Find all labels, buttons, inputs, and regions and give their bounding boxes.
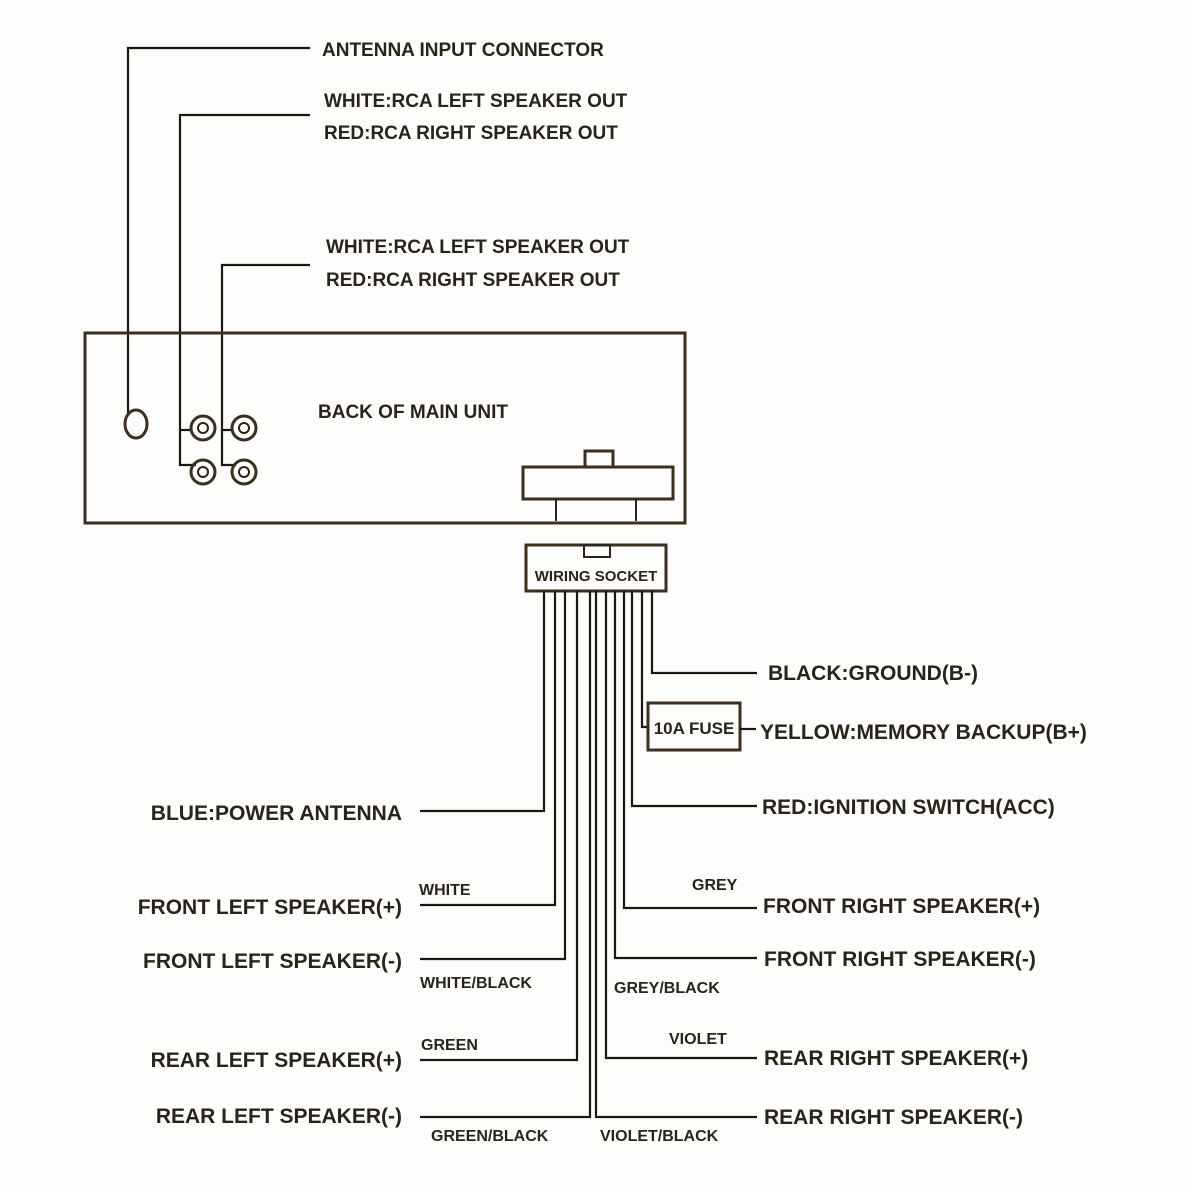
antenna-connector-icon (123, 408, 149, 440)
wire-color-grey: GREY (692, 877, 738, 894)
socket-key-icon (583, 544, 611, 558)
rca2-label-line1: WHITE:RCA LEFT SPEAKER OUT (326, 237, 630, 258)
antenna-leader-line (126, 46, 310, 415)
ignition-label: RED:IGNITION SWITCH(ACC) (762, 796, 1055, 819)
wire-color-white-black: WHITE/BLACK (420, 975, 532, 992)
wire-violet (604, 591, 757, 1060)
rca1-label-line2: RED:RCA RIGHT SPEAKER OUT (324, 123, 618, 144)
wire-color-white: WHITE (419, 882, 471, 899)
wire-red (630, 591, 757, 808)
memory-backup-label: YELLOW:MEMORY BACKUP(B+) (760, 721, 1087, 744)
rca-jack-icon (189, 458, 217, 486)
wire-yellow (640, 591, 648, 729)
rca1-leader-line (178, 113, 310, 467)
main-unit-box (83, 331, 687, 525)
rca2-leader-line (220, 263, 310, 467)
wire-green-black (420, 591, 592, 1119)
antenna-label: ANTENNA INPUT CONNECTOR (322, 40, 604, 61)
rca-jack-icon (230, 414, 258, 442)
wire-color-violet-black: VIOLET/BLACK (600, 1128, 719, 1145)
rear-right-neg-label: REAR RIGHT SPEAKER(-) (764, 1106, 1023, 1129)
socket-label: WIRING SOCKET (535, 568, 658, 585)
rca1-label-line1: WHITE:RCA LEFT SPEAKER OUT (324, 91, 628, 112)
rca-jack-icon (230, 458, 258, 486)
harness-wires (420, 591, 757, 1119)
front-right-neg-label: FRONT RIGHT SPEAKER(-) (764, 948, 1036, 971)
front-right-pos-label: FRONT RIGHT SPEAKER(+) (763, 895, 1040, 918)
rca-jack-icon (197, 466, 209, 478)
rca2-label-line2: RED:RCA RIGHT SPEAKER OUT (326, 270, 620, 291)
rca-jack-icon (197, 422, 209, 434)
rca-jack-icon (238, 422, 250, 434)
rca-jacks (189, 414, 258, 486)
rca-jack-icon (189, 414, 217, 442)
main-unit-label: BACK OF MAIN UNIT (318, 402, 508, 423)
wire-black (650, 591, 757, 675)
rear-left-neg-label: REAR LEFT SPEAKER(-) (156, 1105, 402, 1128)
wire-green (420, 591, 579, 1062)
wire-grey-black (613, 591, 757, 960)
unit-connector-icon (521, 449, 675, 521)
wire-color-violet: VIOLET (669, 1031, 727, 1048)
rca-jack-icon (238, 466, 250, 478)
ground-label: BLACK:GROUND(B-) (768, 662, 978, 685)
front-left-pos-label: FRONT LEFT SPEAKER(+) (138, 896, 402, 919)
wire-color-green: GREEN (421, 1037, 478, 1054)
wire-grey (622, 591, 757, 910)
rear-left-pos-label: REAR LEFT SPEAKER(+) (151, 1049, 402, 1072)
wire-color-green-black: GREEN/BLACK (431, 1128, 549, 1145)
rear-right-pos-label: REAR RIGHT SPEAKER(+) (764, 1047, 1028, 1070)
wire-blue (420, 591, 546, 813)
wire-white (420, 591, 557, 907)
wire-white-black (420, 591, 567, 961)
fuse-label: 10A FUSE (654, 719, 735, 738)
wire-color-grey-black: GREY/BLACK (614, 980, 720, 997)
fuse-box (646, 701, 742, 752)
power-antenna-label: BLUE:POWER ANTENNA (151, 802, 402, 825)
wire-violet-black (594, 591, 757, 1119)
front-left-neg-label: FRONT LEFT SPEAKER(-) (143, 950, 402, 973)
